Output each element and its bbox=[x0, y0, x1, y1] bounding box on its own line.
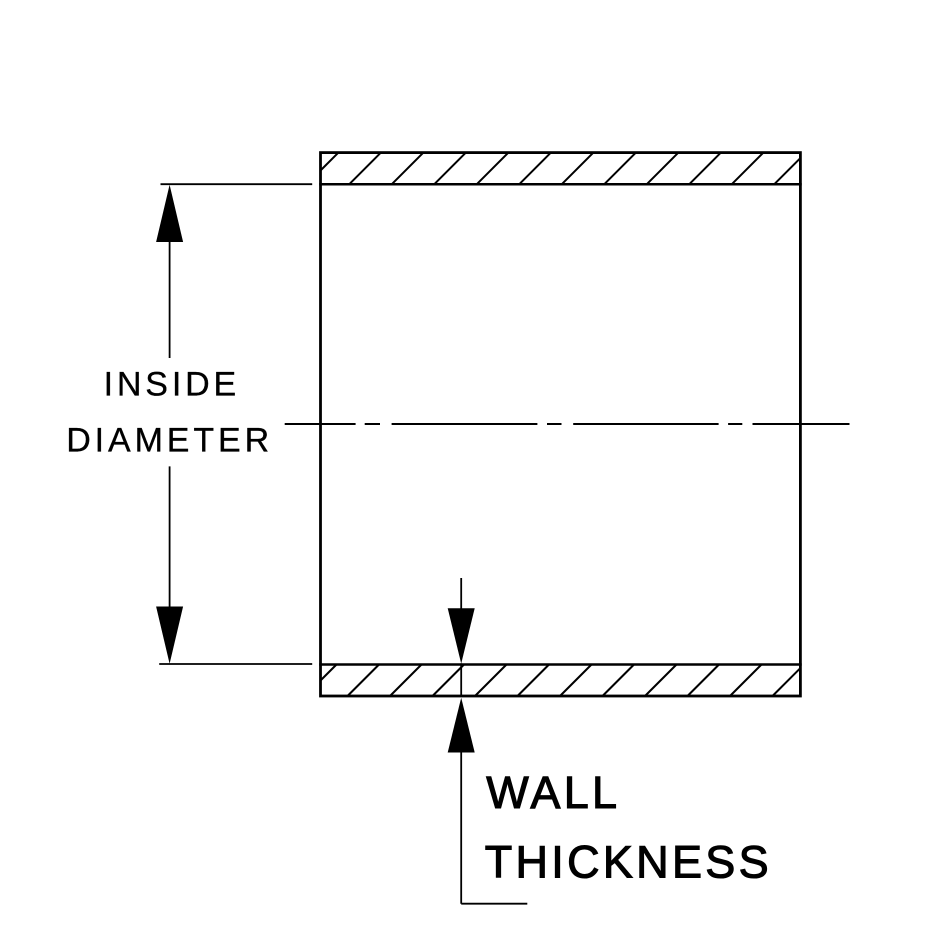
svg-text:DIAMETER: DIAMETER bbox=[66, 422, 273, 460]
svg-text:INSIDE: INSIDE bbox=[104, 365, 240, 403]
svg-text:THICKNESS: THICKNESS bbox=[485, 837, 772, 888]
svg-text:WALL: WALL bbox=[486, 767, 620, 818]
